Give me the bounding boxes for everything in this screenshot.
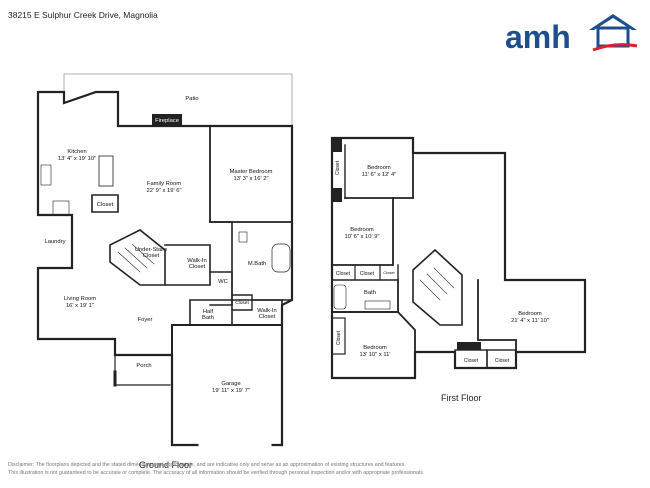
bedroom2-label: Bedroom [350,227,374,233]
master-bedroom-dim: 13' 3" x 16' 2" [233,176,268,182]
bedroom1-wall [344,137,414,199]
ground-floor-label: Ground Floor [139,460,193,470]
walkin1-label-2: Closet [189,264,206,270]
ground-floor-plan [36,73,294,447]
patio-label: Patio [185,96,198,102]
fireplace-label: Fireplace [155,118,179,124]
closet-e-box [486,349,517,369]
bedroom1-label: Bedroom [367,165,391,171]
first-floor-plan [330,136,587,380]
fireplace-box [152,114,182,126]
bedroom3-label: Bedroom [518,311,542,317]
property-address: 38215 E Sulphur Creek Drive, Magnolia [8,10,158,20]
amh-logo: amh [505,14,638,54]
wc-label: WC [218,279,228,285]
bedroom4-wall [331,311,416,353]
gf-outer-wall [36,90,294,447]
stove [40,164,52,186]
closet-small-label: Closet [235,300,249,306]
bedroom2-dim: 10' 6" x 10' 9" [344,234,379,240]
family-room-dim: 22' 9" x 19' 6" [146,188,181,194]
laundry-wall [37,214,73,269]
bedroom1-dim: 11' 6" x 12' 4" [362,172,397,178]
kitchen-closet-wall [91,194,119,213]
foyer-label: Foyer [138,317,153,323]
half-bath-label: Half [203,309,214,315]
kitchen-dim: 13' 4" x 19' 10" [58,156,96,162]
closet-v2-label: Closet [336,330,342,345]
half-bath-label-2: Bath [202,315,214,321]
bedroom3-wall [477,279,517,353]
bedroom2-wall [331,197,394,266]
bedroom3-dim: 21' 4" x 11' 10" [511,318,549,324]
walkin1-label: Walk-In [187,258,206,264]
kitchen-closet-label: Closet [97,202,114,208]
family-room-label: Family Room [147,181,181,187]
living-room-dim: 16' x 19' 1" [66,303,94,309]
house-roof-icon [589,14,637,30]
living-room-label: Living Room [64,296,96,302]
patio-outline [63,73,293,127]
porch-label: Porch [136,363,151,369]
under-stairs-label-2: Closet [143,253,160,259]
closet-d-label: Closet [464,358,479,364]
closet-e-label: Closet [495,358,510,364]
closet-small-wall [231,294,253,311]
kitchen-island [98,155,114,187]
bath-tub [333,284,347,310]
garage-label: Garage [221,381,240,387]
logo-swoosh [592,43,638,52]
laundry-label: Laundry [45,239,66,245]
mbath-label: M.Bath [248,261,266,267]
closet-v2-box [331,317,346,355]
tub [271,243,291,273]
disclaimer-line-2: This illustration is not guaranteed to b… [8,470,425,476]
under-stairs-label: Under-Stairs [135,247,168,253]
kitchen-label: Kitchen [67,149,86,155]
closet-b-label: Closet [360,271,375,277]
walkin1-wall [164,244,211,286]
walkin2-label-2: Closet [259,314,276,320]
bath-label: Bath [364,290,376,296]
closet-c-label: Closet [383,270,395,275]
first-floor-label: First Floor [441,393,482,403]
closet-a-label: Closet [336,271,351,277]
bedroom4-dim: 13' 10" x 11' [360,352,391,358]
stair-shadow [332,138,342,152]
bedroom4-label: Bedroom [363,345,387,351]
walkin2-label: Walk-In [257,308,276,314]
closet-v1-label: Closet [335,160,341,175]
ff-stairs [412,248,463,326]
logo-wordmark: amh [505,19,571,54]
porch-outline [114,338,171,386]
disclaimer-line-1: Disclaimer: The floorplans depicted and … [8,462,406,468]
master-bedroom-label: Master Bedroom [230,169,273,175]
wc-wall [209,271,233,306]
garage-dim: 19' 11" x 19' 7" [212,388,250,394]
